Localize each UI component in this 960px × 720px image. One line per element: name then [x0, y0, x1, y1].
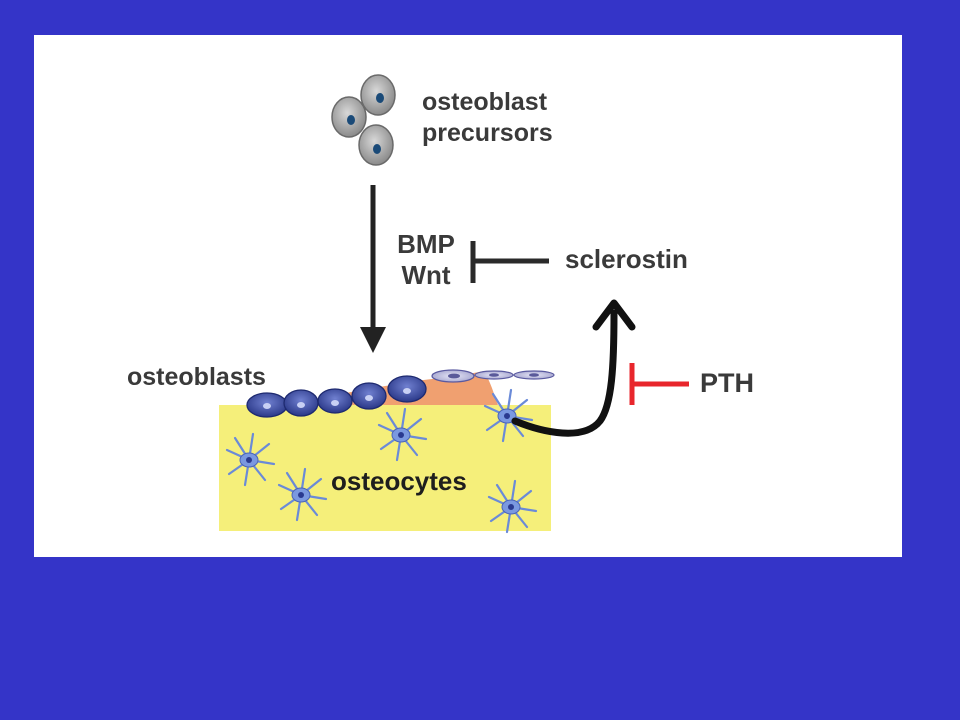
lining-cell-icon — [431, 369, 475, 383]
pth-label: PTH — [700, 368, 754, 398]
bone-matrix — [219, 405, 551, 531]
precursor-cell-icon — [331, 96, 367, 138]
osteoblast-cell-icon — [283, 389, 319, 417]
sclerostin-inhibition-bar — [470, 241, 549, 283]
precursor-cell-icon — [358, 124, 394, 166]
pth-inhibition-bar — [629, 363, 689, 405]
sclerostin-label: sclerostin — [565, 244, 688, 274]
lining-cell-icon — [474, 370, 514, 380]
osteoblast-precursors-label: osteoblast precursors — [422, 88, 553, 147]
diagram-panel: osteoblast precursors BMP Wnt sclerostin… — [34, 35, 902, 557]
osteoblast-cell-icon — [246, 392, 288, 418]
osteoblast-cell-icon — [317, 388, 353, 414]
osteoblast-cell-icon — [387, 375, 427, 403]
differentiation-arrow — [360, 185, 386, 353]
signal-label: BMP Wnt — [397, 229, 455, 290]
sclerostin-secretion-arrow — [511, 299, 636, 437]
diagram-canvas — [219, 74, 689, 534]
osteoblast-cell-icon — [351, 382, 387, 410]
precursor-cell-icon — [360, 74, 396, 116]
lining-cell-icon — [513, 370, 555, 380]
osteoblasts-label: osteoblasts — [127, 363, 266, 391]
osteocytes-label: osteocytes — [331, 466, 467, 496]
